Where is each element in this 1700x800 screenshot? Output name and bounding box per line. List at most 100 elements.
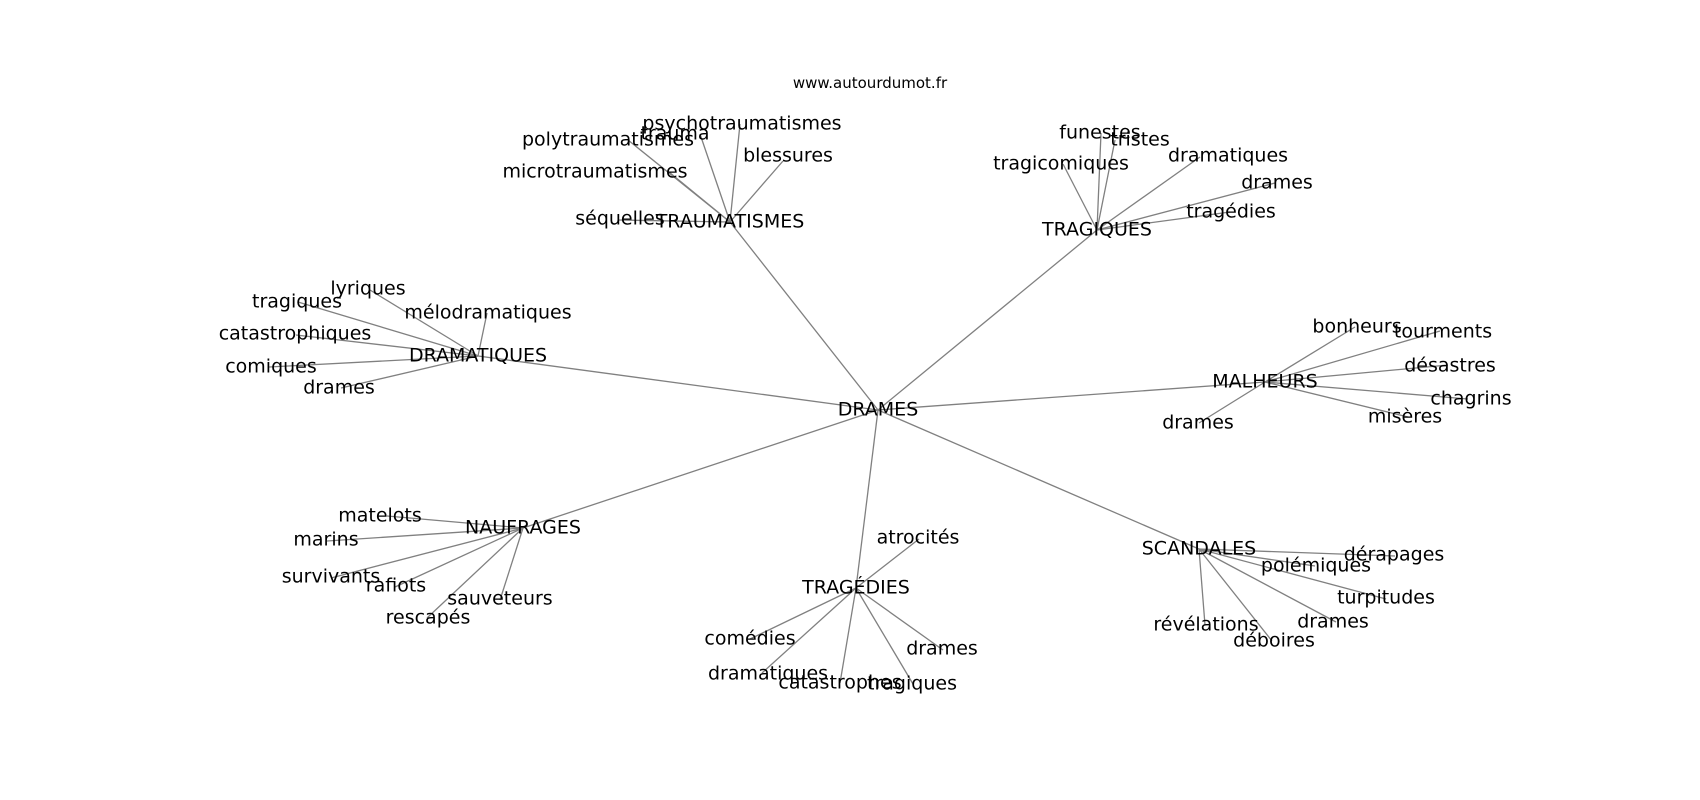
leaf-node-label: comiques	[225, 356, 317, 378]
edge-root-scandales	[877, 409, 1200, 550]
edge-dramatiques-leaf	[369, 289, 479, 357]
leaf-node-label: drames	[303, 377, 375, 399]
leaf-node-label: atrocités	[877, 527, 960, 549]
edge-tragiques-leaf	[1096, 211, 1231, 231]
root-node-drames: DRAMES	[838, 399, 919, 421]
edge-dramatiques-leaf	[340, 355, 479, 389]
edge-tragedies-leaf	[839, 587, 857, 684]
leaf-node-label: survivants	[282, 566, 381, 588]
edge-root-tragiques	[877, 229, 1098, 411]
edge-malheurs-leaf	[1264, 364, 1449, 383]
edge-scandales-leaf	[1198, 548, 1396, 557]
leaf-node-label: drames	[1297, 611, 1369, 633]
edge-traumatismes-leaf	[617, 219, 731, 223]
edge-root-malheurs	[877, 381, 1266, 411]
leaf-node-label: tragiques	[867, 673, 957, 695]
edge-tragiques-leaf	[1096, 139, 1116, 231]
edge-tragiques-leaf	[1096, 156, 1201, 231]
edge-tragiques-leaf	[1096, 132, 1102, 231]
leaf-node-label: funestes	[1059, 122, 1140, 144]
leaf-node-label: déboires	[1233, 630, 1315, 652]
leaf-node-label: marins	[293, 529, 358, 551]
edge-root-dramatiques	[477, 355, 879, 411]
leaf-node-label: dramatiques	[1168, 145, 1288, 167]
edge-malheurs-leaf	[1264, 381, 1469, 400]
hub-node-dramatiques: DRAMATIQUES	[409, 345, 547, 367]
leaf-node-label: drames	[906, 638, 978, 660]
edge-traumatismes-leaf	[699, 133, 731, 223]
edge-root-traumatismes	[729, 221, 879, 411]
edge-naufrages-leaf	[330, 527, 524, 579]
edge-traumatismes-leaf	[668, 171, 731, 223]
edge-traumatismes-leaf	[729, 123, 741, 223]
edge-dramatiques-leaf	[297, 301, 479, 357]
leaf-node-label: dérapages	[1344, 544, 1445, 566]
edge-naufrages-leaf	[394, 527, 524, 588]
edge-tragedies-leaf	[761, 587, 857, 674]
leaf-node-label: sauveteurs	[447, 588, 552, 610]
edge-root-naufrages	[522, 409, 879, 529]
edge-scandales-leaf	[1198, 548, 1387, 600]
leaf-node-label: mélodramatiques	[404, 302, 571, 324]
hub-node-malheurs: MALHEURS	[1212, 371, 1317, 393]
leaf-node-label: polémiques	[1261, 555, 1371, 577]
edge-malheurs-leaf	[1198, 381, 1266, 424]
edge-scandales-leaf	[1198, 548, 1273, 642]
edge-dramatiques-leaf	[295, 334, 479, 357]
leaf-node-label: turpitudes	[1337, 587, 1435, 609]
edge-malheurs-leaf	[1264, 330, 1441, 383]
leaf-node-label: blessures	[743, 145, 833, 167]
hub-node-tragiques: TRAGIQUES	[1041, 219, 1152, 241]
edge-tragedies-leaf	[749, 587, 857, 640]
leaf-node-label: tragicomiques	[993, 153, 1129, 175]
edge-tragiques-leaf	[1062, 163, 1098, 231]
edge-dramatiques-leaf	[268, 355, 479, 368]
edge-malheurs-leaf	[1264, 381, 1409, 418]
watermark: www.autourdumot.fr	[793, 74, 948, 92]
hub-node-traumatismes: TRAUMATISMES	[655, 211, 805, 233]
leaf-node-label: tourments	[1394, 321, 1492, 343]
hub-node-naufrages: NAUFRAGES	[465, 517, 581, 539]
leaf-node-label: désastres	[1404, 355, 1496, 377]
leaf-node-label: tragédies	[1186, 201, 1276, 223]
leaf-node-label: séquelles	[575, 208, 665, 230]
leaf-node-label: bonheurs	[1312, 316, 1401, 338]
graph-labels: psychotraumatismestraumapolytraumatismes…	[219, 113, 1512, 695]
edge-dramatiques-leaf	[477, 312, 488, 357]
leaf-node-label: comédies	[704, 628, 795, 650]
hub-node-scandales: SCANDALES	[1142, 538, 1256, 560]
hub-node-tragedies: TRAGÉDIES	[801, 576, 910, 599]
leaf-node-label: matelots	[338, 505, 422, 527]
edge-naufrages-leaf	[386, 515, 524, 529]
leaf-node-label: rescapés	[386, 607, 471, 629]
leaf-node-label: lyriques	[330, 278, 405, 300]
leaf-node-label: drames	[1162, 412, 1234, 434]
leaf-node-label: tragiques	[252, 291, 342, 313]
edge-tragedies-leaf	[855, 538, 920, 589]
edge-naufrages-leaf	[426, 527, 524, 619]
graph-edges	[268, 123, 1469, 685]
leaf-node-label: dramatiques	[708, 663, 828, 685]
edge-scandales-leaf	[1198, 548, 1316, 567]
leaf-node-label: misères	[1368, 406, 1442, 428]
leaf-node-label: catastrophiques	[219, 323, 372, 345]
edge-naufrages-leaf	[326, 527, 524, 542]
edge-root-tragedies	[855, 409, 879, 589]
leaf-node-label: révélations	[1153, 614, 1258, 636]
leaf-node-label: drames	[1241, 172, 1313, 194]
edge-tragedies-leaf	[855, 587, 914, 685]
leaf-node-label: rafiots	[366, 575, 426, 597]
leaf-node-label: microtraumatismes	[502, 161, 687, 183]
edge-tragiques-leaf	[1096, 182, 1276, 231]
edge-traumatismes-leaf	[729, 160, 784, 223]
leaf-node-label: trauma	[640, 123, 709, 145]
edge-scandales-leaf	[1198, 548, 1206, 626]
leaf-node-label: chagrins	[1430, 388, 1511, 410]
leaf-node-label: polytraumatismes	[522, 129, 694, 151]
edge-naufrages-leaf	[499, 527, 524, 601]
edge-tragedies-leaf	[855, 587, 944, 651]
leaf-node-label: catastrophes	[778, 672, 901, 694]
edge-malheurs-leaf	[1264, 326, 1356, 383]
edge-scandales-leaf	[1198, 548, 1337, 623]
